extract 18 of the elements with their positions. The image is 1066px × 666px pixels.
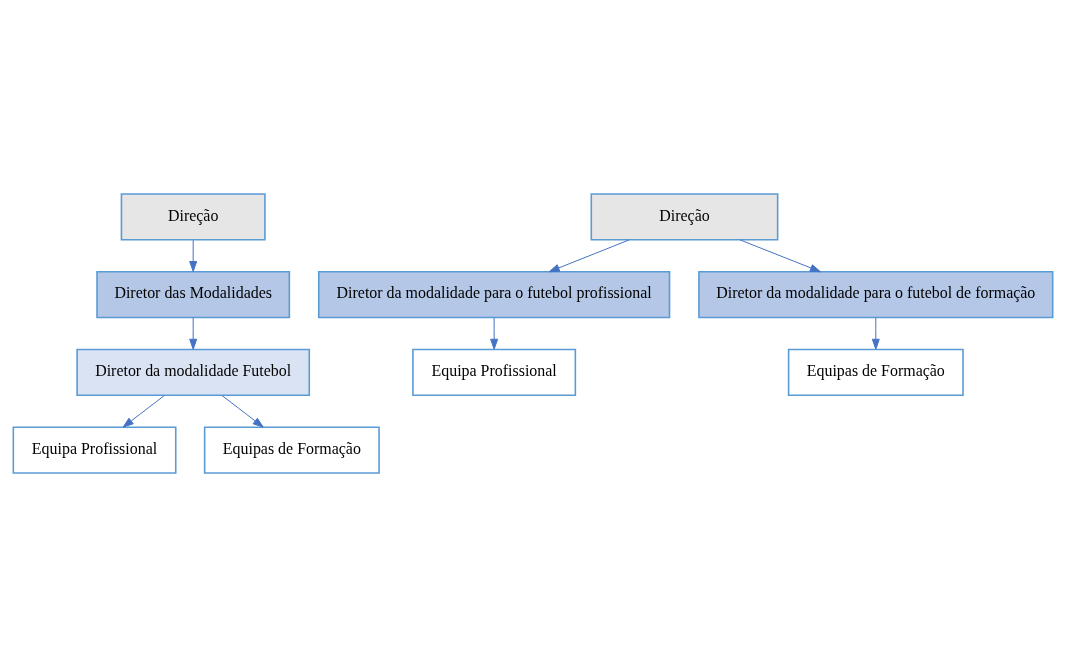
arrow	[221, 394, 264, 428]
arrow	[490, 316, 499, 350]
node-box: Diretor da modalidade Futebol	[76, 348, 311, 396]
node-box: Direção	[590, 192, 779, 241]
arrow	[548, 238, 630, 272]
arrow	[189, 239, 198, 272]
node-box: Direção	[120, 192, 266, 241]
node-box: Equipas de Formação	[787, 348, 964, 396]
arrow	[871, 316, 880, 350]
arrow	[739, 238, 821, 272]
arrow	[189, 316, 198, 350]
node-box: Diretor das Modalidades	[96, 270, 291, 318]
node-box: Equipas de Formação	[203, 425, 380, 474]
node-box: Equipa Profissional	[12, 425, 177, 474]
node-box: Diretor da modalidade para o futebol de formação	[698, 270, 1054, 318]
arrow	[122, 394, 165, 428]
node-box: Equipa Profissional	[412, 348, 577, 396]
node-box: Diretor da modalidade para o futebol profissional	[317, 270, 671, 318]
